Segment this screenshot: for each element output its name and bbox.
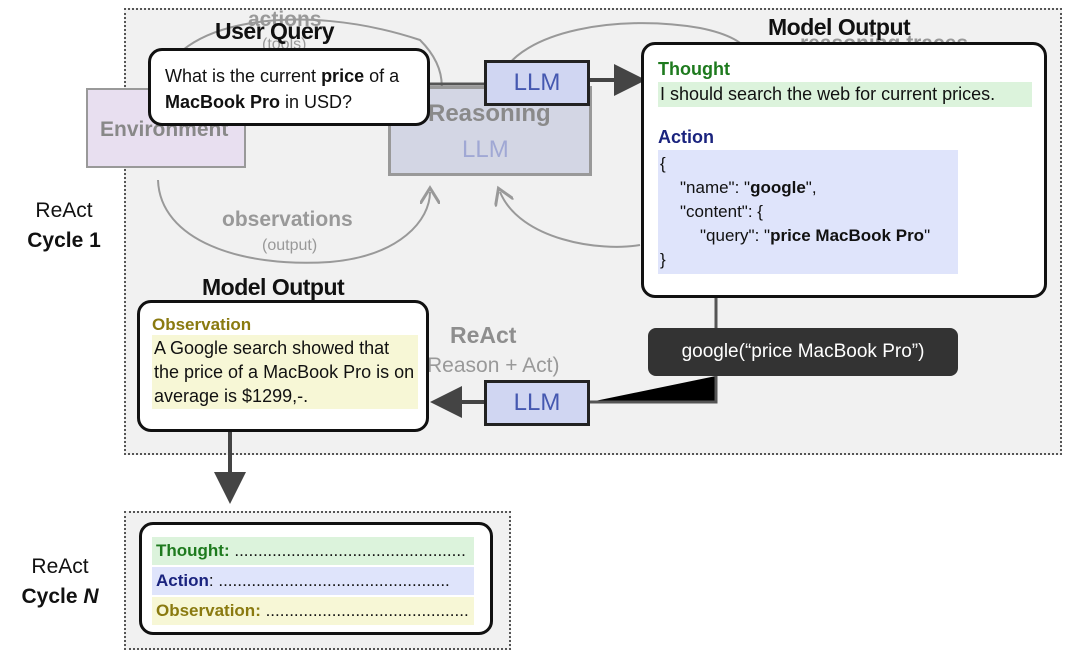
llm-top-label: LLM [513,69,561,96]
user-query-text-3: in USD? [280,92,353,112]
observations-loop [157,179,430,264]
actions-label: actions [248,8,322,31]
code-name-key: "name": " [680,178,751,197]
code-open-brace: { [660,154,666,173]
code-name-value: google [750,178,806,197]
react-center-sub-label: (Reason + Act) [420,354,560,377]
cycle-1-react: ReAct [35,199,93,222]
tool-call-pill: google(“price MacBook Pro”) [648,328,958,376]
llm-bottom-label: LLM [513,389,561,416]
cycle-n-action-row: Action: ................................… [152,567,474,595]
code-close-brace: } [660,250,666,269]
cycle-n-thought-dots: ........................................… [229,541,466,560]
reasoning-loop-top [499,22,746,79]
code-query-end: " [924,226,931,245]
code-query-value: price MacBook Pro [770,226,925,245]
user-query-title: User Query [215,18,335,44]
observation-box: Observation A Google search showed that … [137,300,429,432]
observations-label: observations [222,208,353,231]
llm-bottom-box: LLM [484,380,590,426]
user-query-box: What is the current price of a MacBook P… [148,48,430,126]
code-content-line: "content": { [680,202,763,221]
cycle-n-n: N [83,585,99,608]
user-query-text-1: What is the current [165,66,322,86]
cycle-n-label: ReAct Cycle N [10,552,110,612]
cycle-n-action-colon: : [208,571,214,590]
llm-top-box: LLM [484,60,590,106]
cycle-n-react: ReAct [31,555,89,578]
action-heading: Action [658,127,714,147]
tool-to-llm-line [590,376,718,404]
observation-text: A Google search showed that the price of… [152,335,418,409]
cycle-n-observation-dots: ........................................… [260,601,469,620]
thought-text: I should search the web for current pric… [658,82,1032,107]
model-output-top-title: Model Output [768,14,911,40]
tool-call-label: google(“price MacBook Pro”) [681,341,925,362]
reasoning-llm-label: LLM [462,136,509,163]
thought-heading: Thought [658,59,730,79]
code-name-line: "name": "google", [660,176,956,200]
output-label: (output) [262,237,318,254]
user-query-price: price [321,66,365,86]
cycle-n-observation-row: Observation: ...........................… [152,597,474,625]
cycle-n-thought-label: Thought: [156,541,230,560]
model-output-bottom-title: Model Output [202,274,345,300]
code-query-key: "query": " [700,226,771,245]
cycle-n-box: Thought: ...............................… [139,522,493,635]
cycle-n-number: Cycle N [10,582,110,612]
model-output-top-box: Thought I should search the web for curr… [641,42,1047,298]
observation-heading: Observation [152,315,252,334]
user-query-text-2: of a [364,66,400,86]
reasoning-loop-bottom [500,192,641,248]
cycle-n-action-dots: ........................................… [213,571,450,590]
user-query-macbook: MacBook Pro [165,92,281,112]
react-center-label: ReAct [450,322,517,348]
code-name-end: ", [805,178,817,197]
code-query-line: "query": "price MacBook Pro" [660,224,956,248]
cycle-1-label: ReAct Cycle 1 [14,196,114,256]
cycle-n-action-label: Action [156,571,209,590]
cycle-n-cycle-word: Cycle [21,585,78,608]
cycle-1-number: Cycle 1 [27,229,101,252]
action-code-block: { "name": "google", "content": { "query"… [658,150,958,274]
cycle-n-thought-row: Thought: ...............................… [152,537,474,565]
cycle-n-observation-label: Observation: [156,601,261,620]
